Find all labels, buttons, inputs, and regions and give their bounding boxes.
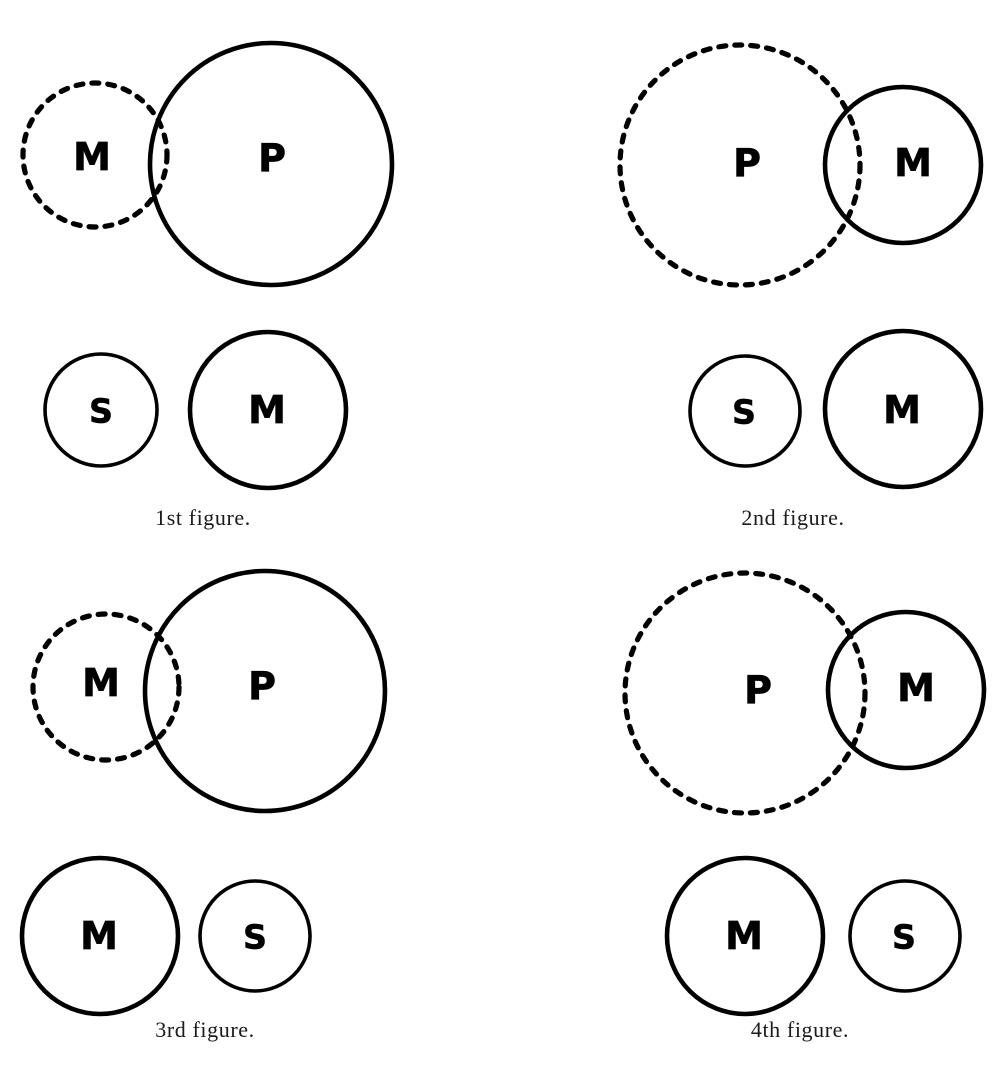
fig-4-label-s-conclusion: S: [892, 917, 916, 957]
fig-1-label-m-conclusion: M: [248, 388, 287, 432]
fig-1-label-s-conclusion: S: [89, 391, 113, 431]
fig-3-caption: 3rd figure.: [155, 1017, 255, 1042]
fig-4-label-p-premise: P: [744, 668, 773, 712]
fig-2-label-m-conclusion: M: [883, 388, 922, 432]
fig-3-label-m-premise: M: [82, 661, 121, 705]
fig-3-label-p-premise: P: [248, 664, 277, 708]
fig-1-caption: 1st figure.: [155, 505, 251, 530]
fig-3-label-m-conclusion: M: [80, 914, 119, 958]
fig-1-label-m-premise: M: [73, 135, 112, 179]
fig-1-label-p-premise: P: [258, 136, 287, 180]
fig-2-label-s-conclusion: S: [732, 392, 756, 432]
fig-4-label-m-conclusion: M: [725, 914, 764, 958]
fig-2-caption: 2nd figure.: [741, 505, 845, 530]
fig-4-label-m-premise: M: [897, 666, 936, 710]
fig-4-caption: 4th figure.: [750, 1017, 850, 1042]
fig-2-label-p-premise: P: [733, 141, 762, 185]
fig-2-label-m-premise: M: [894, 141, 933, 185]
fig-3-label-s-conclusion: S: [243, 917, 267, 957]
